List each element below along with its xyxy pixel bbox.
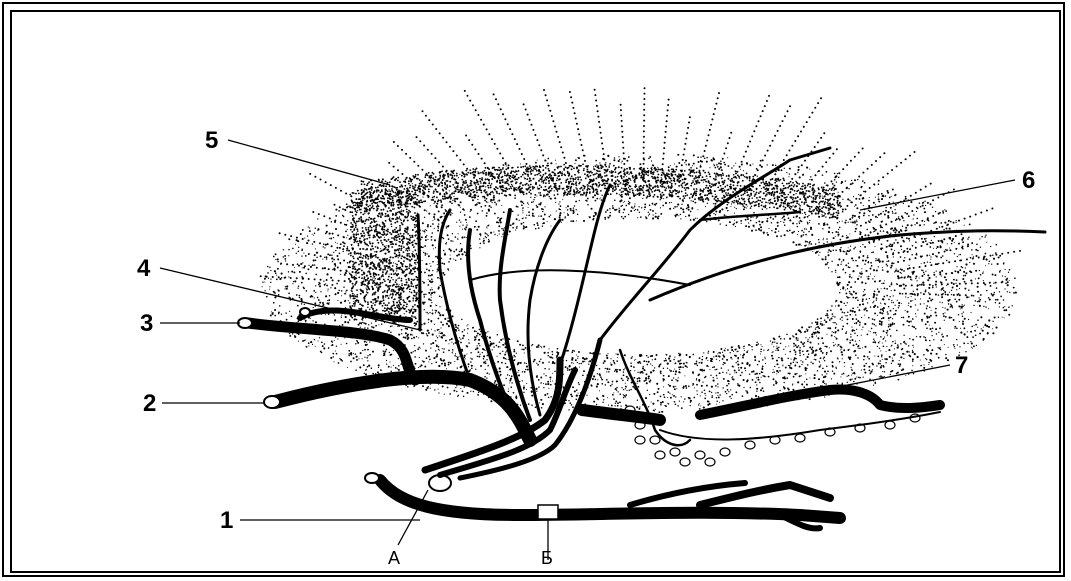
label-6: 6 — [1022, 167, 1035, 194]
vessel-7-upper — [700, 390, 940, 415]
vessel-2 — [275, 377, 530, 440]
label-2: 2 — [143, 390, 156, 417]
label-5: 5 — [205, 127, 218, 154]
ascending-vessel-5 — [418, 215, 420, 330]
label-7: 7 — [955, 352, 968, 379]
label-4: 4 — [137, 255, 151, 282]
ascending-vessel-9 — [700, 212, 800, 220]
label-3: 3 — [140, 310, 153, 337]
ascending-vessel-4 — [439, 210, 470, 380]
vessel-3-opening-2 — [300, 308, 310, 316]
leader-lines — [160, 140, 1015, 560]
vessel-opening-1 — [365, 473, 379, 483]
lymph-loops — [625, 406, 920, 466]
vessel-2-opening — [264, 396, 280, 408]
leader-5 — [228, 140, 390, 185]
vessel-3 — [248, 323, 415, 380]
ascending-vessel-2 — [500, 210, 530, 420]
label-b: Б — [541, 548, 553, 568]
tissue-stipple — [260, 87, 1021, 413]
label-1: 1 — [220, 507, 233, 534]
vessel-3-opening — [238, 318, 252, 328]
marker-b — [538, 505, 558, 519]
label-a: А — [388, 548, 400, 568]
ascending-vessel-3 — [528, 220, 560, 415]
